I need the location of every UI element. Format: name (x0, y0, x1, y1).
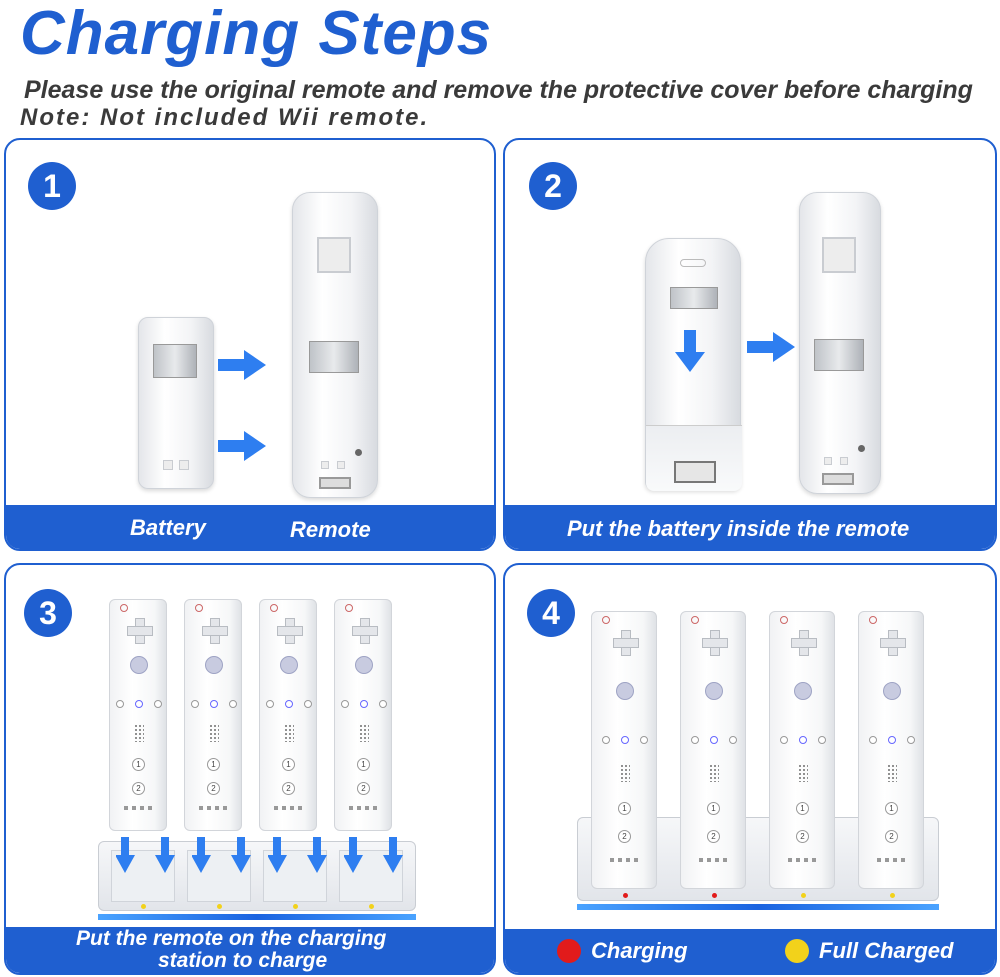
charging-indicator (623, 893, 628, 898)
blue-down-arrow-icon (675, 330, 705, 372)
blue-arrow-icon (747, 332, 795, 362)
battery-image (138, 317, 214, 489)
step-number-badge: 4 (527, 589, 575, 637)
blue-down-arrow-icon (192, 837, 251, 873)
step-2-panel: 2 Put the battery inside the remote (503, 138, 997, 551)
step-number-badge: 3 (24, 589, 72, 637)
remote-label: Remote (290, 517, 371, 542)
step-2-footer: Put the battery inside the remote (505, 505, 995, 549)
dock-light-bar (98, 914, 416, 920)
remote-back-image (799, 192, 881, 494)
blue-down-arrow-icon (344, 837, 403, 873)
full-charged-legend-label: Full Charged (819, 938, 954, 963)
step-1-panel: 1 Battery Remote (4, 138, 496, 551)
charging-indicator (712, 893, 717, 898)
full-charged-indicator (801, 893, 806, 898)
page-title: Charging Steps (20, 0, 493, 68)
step-3-caption-line1: Put the remote on the charging (76, 927, 387, 950)
step-number-badge: 2 (529, 162, 577, 210)
blue-arrow-icon (218, 350, 266, 380)
step-4-footer: Charging Full Charged (505, 929, 995, 973)
step-3-footer: Put the remote on the charging station t… (6, 927, 494, 973)
open-remote-image (645, 238, 742, 491)
step-number-badge: 1 (28, 162, 76, 210)
step-3-caption-line2: station to charge (158, 949, 328, 972)
battery-label: Battery (130, 515, 206, 540)
blue-down-arrow-icon (116, 837, 175, 873)
charging-legend-label: Charging (591, 938, 688, 963)
blue-down-arrow-icon (268, 837, 327, 873)
note-text: Note: Not included Wii remote. (20, 104, 430, 131)
step-1-footer: Battery Remote (6, 505, 494, 549)
remote-back-image (292, 192, 378, 498)
dock-light-bar (577, 904, 939, 910)
full-charged-indicator (890, 893, 895, 898)
full-charged-legend-dot (785, 939, 809, 963)
blue-arrow-icon (218, 431, 266, 461)
instruction-text: Please use the original remote and remov… (24, 76, 973, 104)
charging-legend-dot (557, 939, 581, 963)
step-2-caption: Put the battery inside the remote (567, 516, 910, 541)
